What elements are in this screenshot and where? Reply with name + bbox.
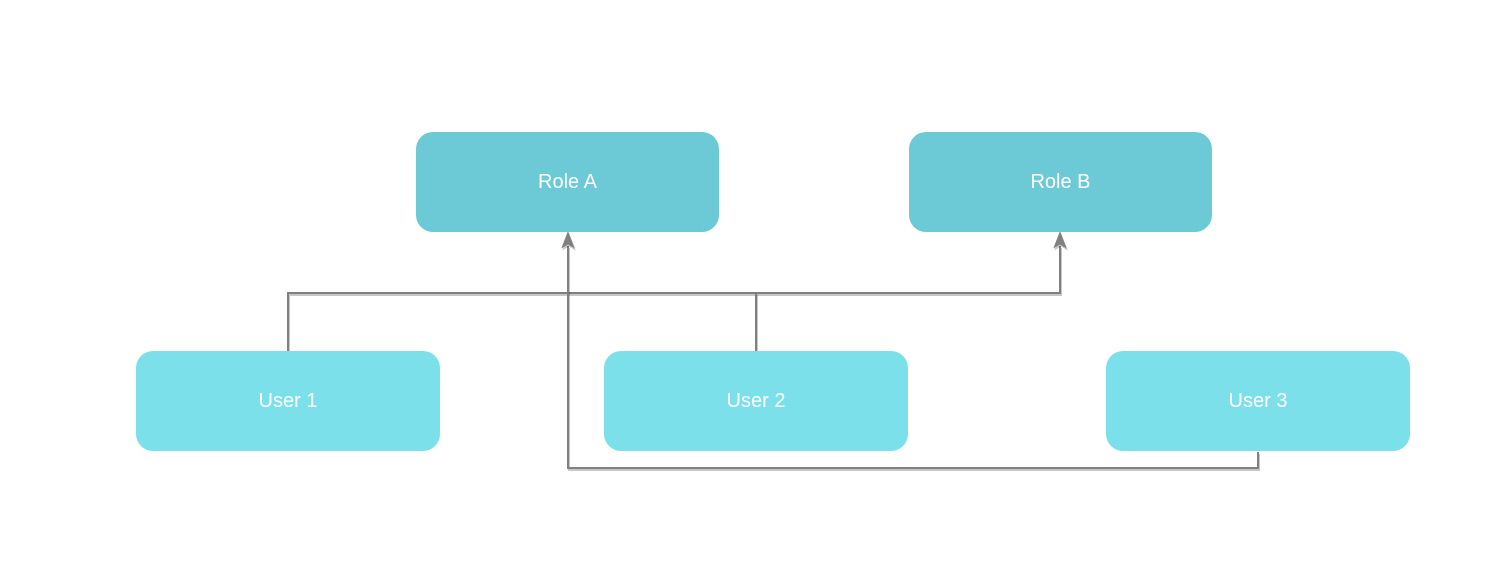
arrowhead-rolea (561, 231, 575, 249)
node-user-3-label: User 3 (1228, 390, 1288, 412)
edge-user1-to-roleb (287, 246, 1061, 351)
node-user-3: User 3 (1106, 351, 1410, 451)
arrowhead-roleb (1053, 231, 1067, 249)
node-role-a-label: Role A (538, 171, 597, 193)
node-role-b: Role B (909, 132, 1212, 232)
node-user-1-label: User 1 (258, 390, 318, 412)
node-user-2: User 2 (604, 351, 908, 451)
node-user-2-label: User 2 (726, 390, 786, 412)
node-role-a: Role A (416, 132, 719, 232)
node-role-b-label: Role B (1030, 171, 1091, 193)
node-user-1: User 1 (136, 351, 440, 451)
